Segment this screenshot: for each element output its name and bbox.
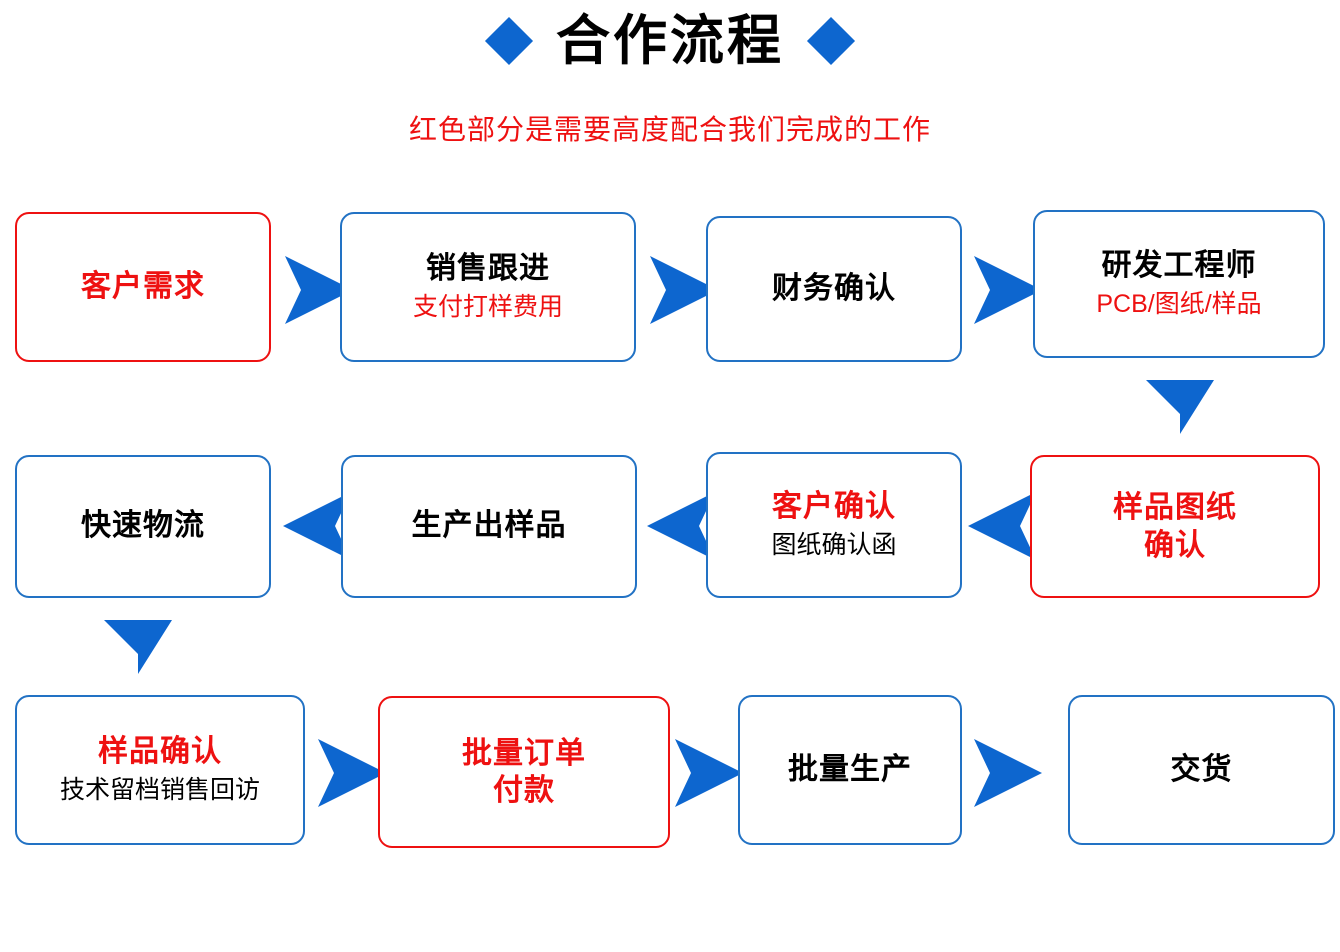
flow-node-produce-sample[interactable]: 生产出样品 bbox=[341, 455, 637, 598]
flow-node-primary-label: 交货 bbox=[1170, 752, 1233, 786]
flow-node-secondary-label: PCB/图纸/样品 bbox=[1096, 290, 1262, 319]
flow-node-secondary-label: 支付打样费用 bbox=[412, 293, 563, 322]
flow-node-bulk-production[interactable]: 批量生产 bbox=[738, 695, 962, 845]
flow-node-primary-label: 快速物流 bbox=[81, 509, 205, 543]
flow-node-primary-label: 客户确认 bbox=[772, 489, 896, 523]
page-subtitle: 红色部分是需要高度配合我们完成的工作 bbox=[408, 114, 931, 145]
arrow-r3-1-to-2 bbox=[316, 735, 388, 811]
flow-node-primary-label: 客户需求 bbox=[81, 269, 205, 303]
flow-node-primary-label: 财务确认 bbox=[772, 271, 896, 305]
arrow-r1-1-to-2 bbox=[283, 252, 355, 328]
arrow-r2-1-to-r3-1 bbox=[100, 618, 176, 678]
flow-node-primary-label: 样品确认 bbox=[98, 734, 222, 768]
flow-node-primary-label: 生产出样品 bbox=[411, 509, 567, 543]
arrow-r3-2-to-3 bbox=[673, 735, 745, 811]
title-row: 合作流程 bbox=[0, 14, 1340, 68]
flow-node-sales-followup[interactable]: 销售跟进 支付打样费用 bbox=[340, 212, 636, 362]
flow-node-fast-logistics[interactable]: 快速物流 bbox=[15, 455, 271, 598]
flow-node-primary-label: 销售跟进 bbox=[426, 251, 550, 285]
flow-node-delivery[interactable]: 交货 bbox=[1068, 695, 1335, 845]
flow-node-primary-label: 批量生产 bbox=[788, 752, 912, 786]
arrow-r1-4-to-r2-4 bbox=[1142, 378, 1218, 438]
flow-node-customer-confirm[interactable]: 客户确认 图纸确认函 bbox=[706, 452, 962, 598]
flow-node-customer-requirement[interactable]: 客户需求 bbox=[15, 212, 271, 362]
arrow-r2-2-to-1 bbox=[281, 488, 353, 564]
flow-node-rd-engineer[interactable]: 研发工程师 PCB/图纸/样品 bbox=[1033, 210, 1325, 358]
flow-node-primary-label: 样品图纸 确认 bbox=[1113, 491, 1237, 562]
flow-node-primary-label: 批量订单 付款 bbox=[462, 736, 586, 808]
flow-node-secondary-label: 技术留档销售回访 bbox=[59, 776, 260, 805]
arrow-r2-3-to-2 bbox=[645, 488, 717, 564]
page-title: 合作流程 bbox=[556, 11, 784, 71]
arrow-r2-4-to-3 bbox=[966, 488, 1038, 564]
arrow-r1-3-to-4 bbox=[972, 252, 1044, 328]
flow-node-secondary-label: 图纸确认函 bbox=[771, 531, 897, 560]
flow-node-primary-label: 研发工程师 bbox=[1101, 248, 1257, 282]
page-header: 合作流程 红色部分是需要高度配合我们完成的工作 bbox=[0, 0, 1340, 180]
diamond-icon-right bbox=[806, 16, 856, 66]
diamond-icon-left bbox=[484, 16, 534, 66]
flow-node-sample-drawing-confirm[interactable]: 样品图纸 确认 bbox=[1030, 455, 1320, 598]
arrow-r3-3-to-4 bbox=[972, 735, 1044, 811]
flow-node-finance-confirm[interactable]: 财务确认 bbox=[706, 216, 962, 362]
flow-node-sample-confirm[interactable]: 样品确认 技术留档销售回访 bbox=[15, 695, 305, 845]
arrow-r1-2-to-3 bbox=[648, 252, 720, 328]
flow-node-bulk-order-payment[interactable]: 批量订单 付款 bbox=[378, 696, 670, 848]
